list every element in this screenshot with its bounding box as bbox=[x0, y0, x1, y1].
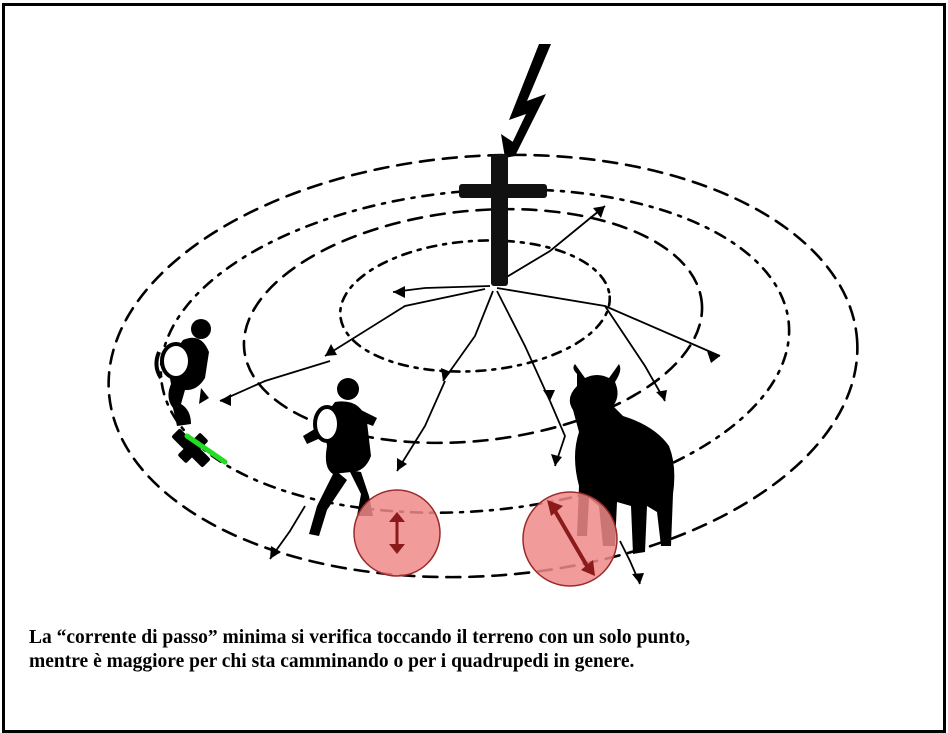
current-arrow bbox=[324, 288, 486, 357]
current-arrow bbox=[604, 305, 666, 402]
figure-caption: La “corrente di passo” minima si verific… bbox=[29, 626, 939, 674]
current-arrow bbox=[219, 360, 331, 402]
caption-line-2: mentre è maggiore per chi sta camminando… bbox=[29, 651, 635, 672]
cross-icon bbox=[459, 154, 547, 286]
walking-person-icon bbox=[303, 378, 377, 536]
current-arrow bbox=[494, 205, 606, 285]
equipotential-rings bbox=[107, 153, 859, 579]
lightning-bolt-icon bbox=[501, 44, 551, 158]
step-voltage-highlight-large bbox=[522, 491, 618, 587]
current-arrow bbox=[496, 290, 551, 402]
step-voltage-highlight-small bbox=[353, 489, 441, 577]
caption-line-1: La “corrente di passo” minima si verific… bbox=[29, 627, 691, 648]
ring-outer bbox=[107, 153, 859, 579]
small-cross-icon bbox=[172, 429, 210, 467]
crouching-person-icon bbox=[154, 319, 211, 426]
ring-2 bbox=[242, 207, 704, 445]
contact-point-marker bbox=[184, 433, 228, 465]
ring-inner bbox=[338, 239, 612, 373]
current-arrows bbox=[219, 205, 721, 585]
current-arrow bbox=[442, 290, 494, 382]
arrowheads bbox=[220, 206, 720, 584]
figure-frame: La “corrente di passo” minima si verific… bbox=[2, 3, 946, 733]
bull-icon bbox=[569, 364, 675, 554]
step-voltage-illustration bbox=[107, 44, 859, 587]
current-arrow bbox=[396, 380, 446, 472]
